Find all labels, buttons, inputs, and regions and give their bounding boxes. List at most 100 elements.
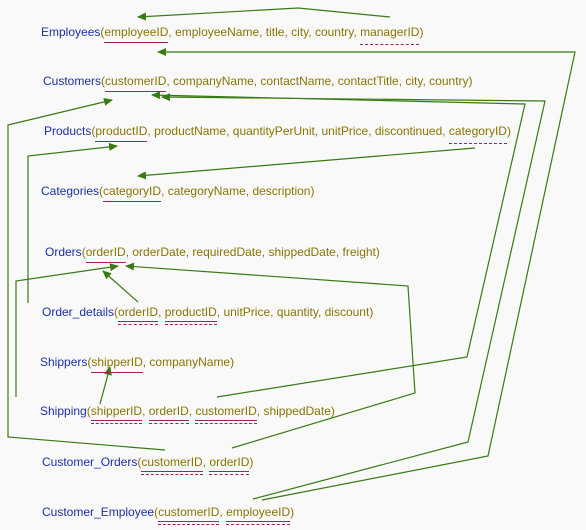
arrow-product-to-category <box>137 147 476 180</box>
primary-foreign-key-attribute: orderID <box>118 305 159 325</box>
attribute-text: orderID <box>148 404 189 421</box>
attribute: employeeName <box>175 25 260 39</box>
primary-key-attribute: orderID <box>85 245 126 263</box>
primary-foreign-key-attribute: customerID <box>158 505 220 525</box>
relation-order-details: Order_details(orderID, productID, unitPr… <box>42 305 374 325</box>
close-paren: ) <box>310 184 315 198</box>
relation-orders: Orders(orderID, orderDate, requiredDate,… <box>45 245 380 263</box>
relation-products: Products(productID, productName, quantit… <box>44 124 511 144</box>
relation-name: Customers <box>43 74 102 88</box>
attribute-separator: , <box>188 404 196 418</box>
attribute-separator: , <box>256 404 264 418</box>
open-paren: ( <box>114 305 119 319</box>
attribute-text: productID <box>164 305 217 322</box>
attribute: productName <box>154 124 227 138</box>
open-paren: ( <box>154 505 159 519</box>
close-paren: ) <box>290 505 295 519</box>
attribute-text: orderID <box>118 305 159 322</box>
attribute-separator: , <box>253 74 261 88</box>
relation-name: Shippers <box>40 355 88 369</box>
attribute: country <box>429 74 469 88</box>
relation-name: Shipping <box>40 404 87 418</box>
close-paren: ) <box>369 305 374 319</box>
attribute: contactTitle <box>337 74 399 88</box>
attribute-text: orderID <box>209 455 250 472</box>
close-paren: ) <box>230 355 235 369</box>
foreign-key-attribute: managerID <box>360 25 420 45</box>
relation-categories: Categories(categoryID, categoryName, des… <box>41 184 315 202</box>
attribute: unitPrice <box>321 124 369 138</box>
close-paren: ) <box>419 25 424 39</box>
close-paren: ) <box>506 124 511 138</box>
primary-key-attribute: shipperID <box>91 355 143 373</box>
attribute: companyName <box>173 74 254 88</box>
attribute-separator: , <box>422 74 430 88</box>
relation-name: Orders <box>45 245 82 259</box>
attribute-separator: , <box>308 25 315 39</box>
primary-key-attribute: categoryID <box>103 184 162 202</box>
attribute: freight <box>342 245 376 259</box>
close-paren: ) <box>375 245 380 259</box>
attribute-separator: , <box>216 305 224 319</box>
attribute: shippedDate <box>263 404 331 418</box>
relation-employees: Employees(employeeID, employeeName, titl… <box>41 25 424 45</box>
arrow-shipping-to-shippers <box>99 366 112 405</box>
arrow-customerorders-to-orders <box>125 262 416 449</box>
open-paren: ( <box>100 25 105 39</box>
attribute-separator: , <box>270 305 277 319</box>
attribute-separator: , <box>335 245 343 259</box>
attribute: unitPrice <box>223 305 271 319</box>
open-paren: ( <box>137 455 142 469</box>
arrow-orderdetails-to-products <box>27 142 118 303</box>
attribute-separator: , <box>147 124 155 138</box>
attribute: shippedDate <box>268 245 336 259</box>
attribute-separator: , <box>161 184 168 198</box>
attribute-separator: , <box>398 74 406 88</box>
relation-name: Customer_Employee <box>42 505 155 519</box>
open-paren: ( <box>87 355 92 369</box>
relation-name: Categories <box>41 184 100 198</box>
attribute-text: shipperID <box>90 404 143 421</box>
attribute: discount <box>324 305 370 319</box>
attribute-text: customerID <box>141 455 203 472</box>
attribute: quantityPerUnit <box>232 124 315 138</box>
primary-foreign-key-attribute: employeeID <box>226 505 291 525</box>
attribute-separator: , <box>442 124 449 138</box>
attribute-separator: , <box>168 25 176 39</box>
attribute-text: customerID <box>158 505 220 522</box>
arrow-orderdetails-to-orders <box>102 270 139 303</box>
relation-customer-employee: Customer_Employee(customerID, employeeID… <box>42 505 295 525</box>
attribute-separator: , <box>166 74 174 88</box>
attribute: contactName <box>260 74 332 88</box>
open-paren: ( <box>101 74 106 88</box>
close-paren: ) <box>249 455 254 469</box>
attribute-separator: , <box>259 25 266 39</box>
attribute: requiredDate <box>192 245 262 259</box>
attribute-separator: , <box>142 355 150 369</box>
primary-foreign-key-attribute: productID <box>164 305 217 325</box>
relation-name: Customer_Orders <box>42 455 138 469</box>
attribute-separator: , <box>219 505 227 519</box>
open-paren: ( <box>81 245 86 259</box>
attribute: city <box>291 25 309 39</box>
arrow-customerorders-to-customers <box>7 97 166 451</box>
primary-foreign-key-attribute: shipperID <box>90 404 143 424</box>
arrow-shipping-to-customers <box>151 91 526 398</box>
foreign-key-attribute: categoryID <box>448 124 507 144</box>
relation-customers: Customers(customerID, companyName, conta… <box>43 74 473 92</box>
attribute-separator: , <box>226 124 233 138</box>
attribute-separator: , <box>245 184 253 198</box>
arrow-shipping-to-orders <box>15 263 119 397</box>
attribute-text: customerID <box>195 404 257 421</box>
attribute-text: employeeID <box>226 505 291 522</box>
attribute-separator: , <box>317 305 325 319</box>
arrow-customeremployee-to-employees <box>157 48 576 501</box>
relation-name: Order_details <box>42 305 115 319</box>
primary-key-attribute: employeeID <box>104 25 169 43</box>
attribute-separator: , <box>368 124 375 138</box>
attribute-separator: , <box>142 404 149 418</box>
primary-foreign-key-attribute: customerID <box>195 404 257 424</box>
attribute-separator: , <box>261 245 269 259</box>
primary-key-attribute: productID <box>95 124 148 142</box>
